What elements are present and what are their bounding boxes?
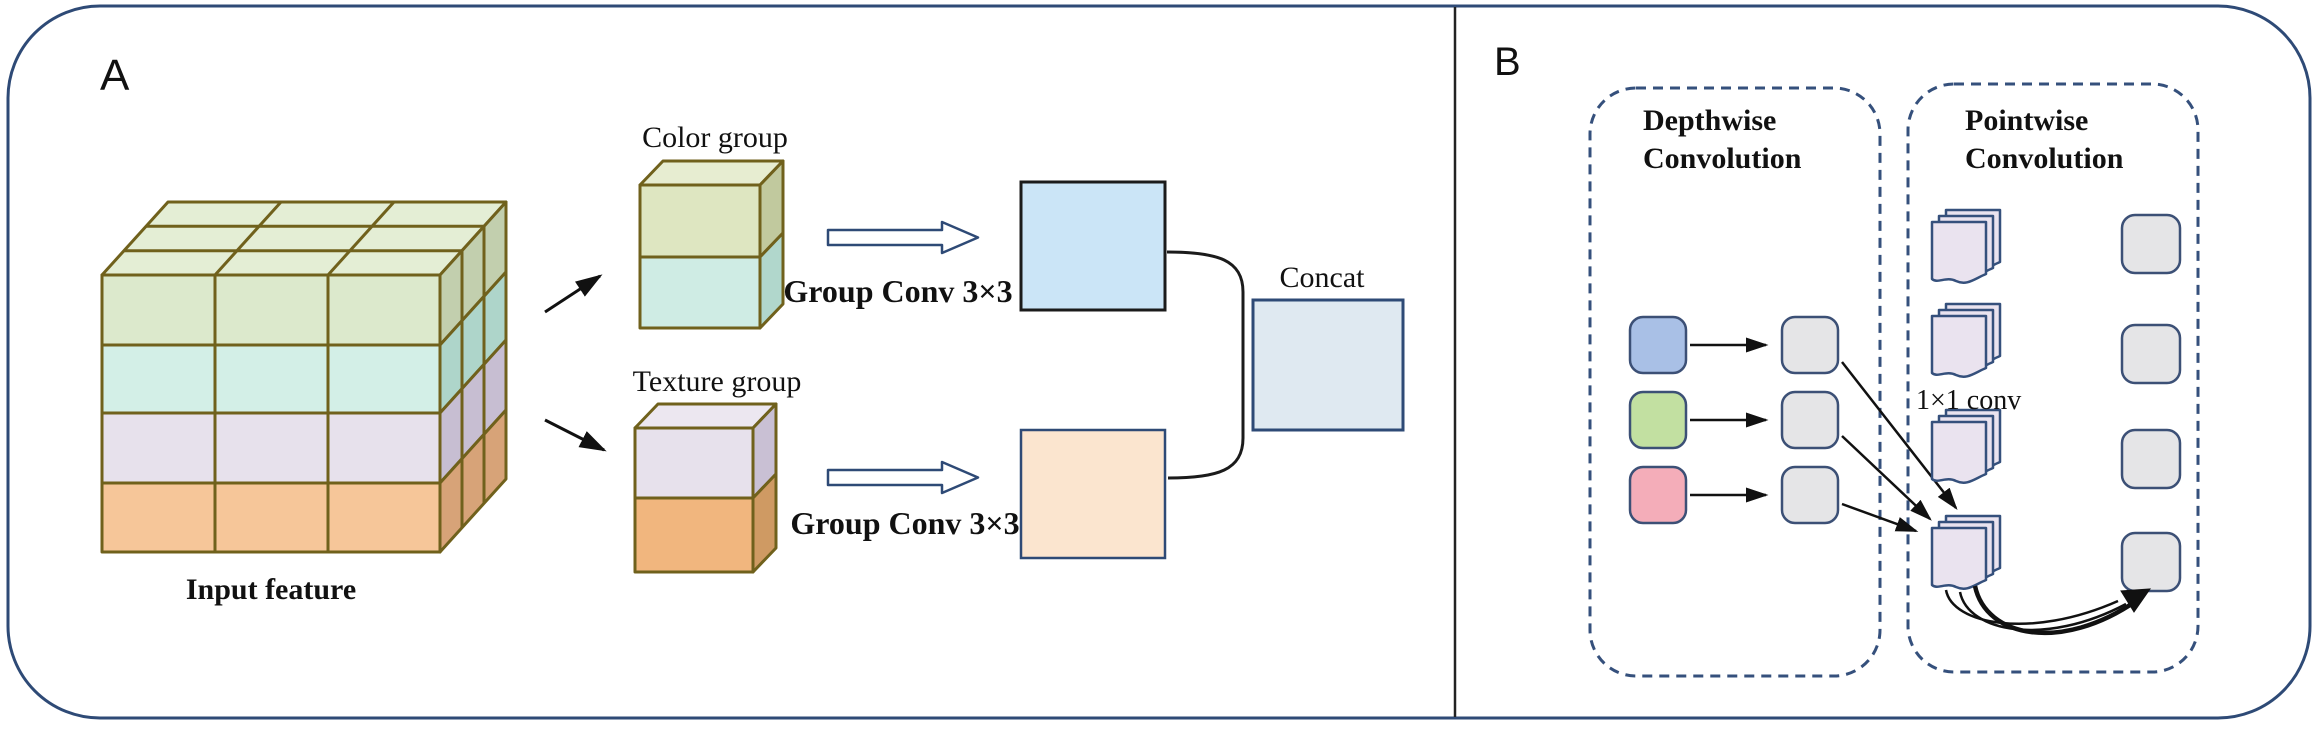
concat-bracket	[1166, 250, 1245, 480]
pointwise-output-2	[2120, 323, 2182, 385]
depthwise-title-line1: Depthwise	[1643, 104, 1777, 137]
cube-row-green	[100, 273, 442, 347]
pointwise-output-3	[2120, 428, 2182, 490]
color-group-teal-side	[758, 231, 785, 330]
cube-top-gridline	[326, 200, 396, 277]
pointwise-title: Pointwise Convolution	[1965, 102, 2123, 178]
color-group-green-layer	[638, 183, 762, 259]
input-channel-pink	[1628, 465, 1688, 525]
group-conv-arrow-bottom	[826, 460, 980, 495]
stack-page	[1930, 526, 1988, 590]
stack-page	[1930, 220, 1988, 284]
depthwise-output-1	[1780, 315, 1840, 375]
outer-frame	[6, 4, 2312, 720]
input-feature-cube	[100, 200, 508, 554]
arrow-to-color-group	[544, 274, 603, 314]
color-group-label: Color group	[642, 121, 788, 154]
pointwise-container	[1906, 82, 2200, 674]
panel-a-label: A	[100, 51, 130, 100]
arrow-to-texture-group	[544, 418, 607, 452]
pointwise-output-1	[2120, 213, 2182, 275]
texture-feature-map	[1019, 428, 1167, 560]
texture-group-lavender-layer	[633, 426, 755, 500]
cube-top-gridline	[213, 200, 283, 277]
pointwise-filter-stacks	[1930, 208, 2002, 590]
cube-row-lavender	[100, 411, 442, 485]
texture-group-orange-layer	[633, 496, 755, 574]
color-feature-map	[1019, 180, 1167, 312]
stack-page	[1930, 314, 1988, 378]
cube-top-face	[100, 200, 508, 277]
input-channel-blue	[1628, 315, 1688, 375]
color-group-block	[638, 159, 785, 330]
input-channel-green	[1628, 390, 1688, 450]
filter-stack-3	[1930, 408, 2002, 484]
filter-stack-1	[1930, 208, 2002, 284]
concat-label: Concat	[1279, 261, 1365, 294]
texture-group-orange-side	[751, 472, 778, 574]
group-conv-label-bottom: Group Conv 3×3	[790, 505, 1020, 541]
pointwise-merge-curves	[1944, 585, 2138, 635]
depthwise-title: Depthwise Convolution	[1643, 102, 1801, 178]
pointwise-title-line1: Pointwise	[1965, 104, 2089, 137]
to-pointwise-arrow-3	[1841, 502, 1919, 533]
texture-group-block	[633, 402, 778, 574]
panel-b-label: B	[1494, 40, 1521, 84]
pointwise-conv-label: 1×1 conv	[1916, 385, 2022, 416]
cube-row-teal	[100, 343, 442, 415]
filter-stack-4	[1930, 514, 2002, 590]
depthwise-title-line2: Convolution	[1643, 142, 1802, 175]
filter-stack-2	[1930, 302, 2002, 378]
input-feature-caption: Input feature	[185, 573, 357, 606]
merge-curve-3	[1972, 585, 2138, 635]
to-pointwise-arrow-1	[1841, 361, 1958, 510]
merge-arrowhead	[2120, 588, 2152, 613]
texture-group-label: Texture group	[632, 365, 802, 398]
pointwise-output-4	[2120, 531, 2182, 593]
depthwise-output-3	[1780, 465, 1840, 525]
cube-row-orange	[100, 481, 442, 554]
group-conv-arrow-top	[826, 220, 980, 255]
stack-page	[1930, 420, 1988, 484]
concat-box	[1251, 298, 1405, 432]
pointwise-title-line2: Convolution	[1965, 142, 2124, 175]
depthwise-output-2	[1780, 390, 1840, 450]
color-group-teal-layer	[638, 255, 762, 330]
depthwise-container	[1588, 86, 1882, 678]
to-pointwise-arrow-2	[1841, 435, 1932, 521]
group-conv-label-top: Group Conv 3×3	[783, 273, 1013, 309]
